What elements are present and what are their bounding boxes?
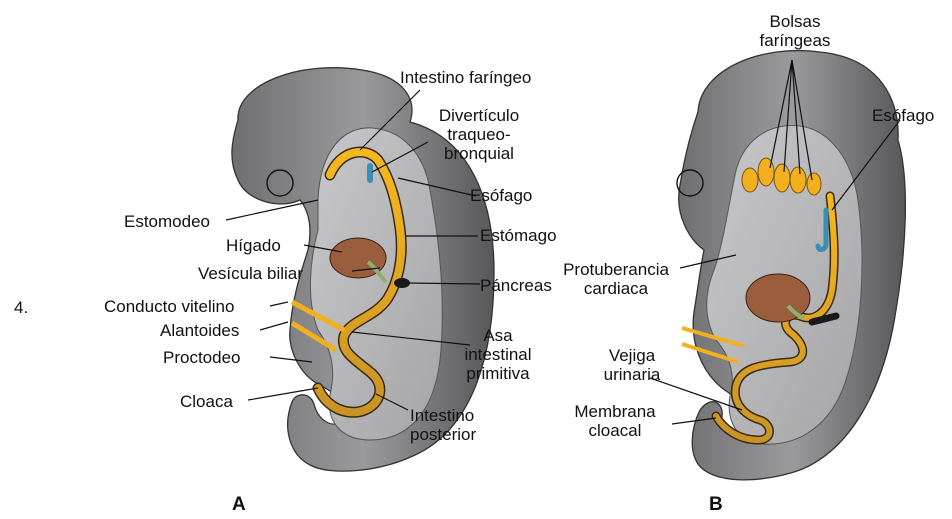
panel-label-b: B [709, 494, 723, 516]
label-a-intestino-faringeo: Intestino faríngeo [400, 68, 531, 87]
label-a-conducto: Conducto vitelino [104, 297, 234, 316]
label-b-vejiga: Vejiga urinaria [592, 346, 672, 384]
label-a-alantoides: Alantoides [160, 321, 239, 340]
panel-label-a: A [232, 494, 246, 516]
label-b-membrana: Membrana cloacal [560, 402, 670, 440]
label-a-vesicula: Vesícula biliar [198, 264, 303, 283]
label-a-higado: Hígado [226, 236, 281, 255]
label-a-proctodeo: Proctodeo [163, 348, 241, 367]
label-a-intestino-posterior: Intestino posterior [410, 406, 476, 444]
label-a-estomago: Estómago [480, 226, 557, 245]
label-a-cloaca: Cloaca [180, 392, 233, 411]
label-a-diverticulo: Divertículo traqueo- bronquial [412, 106, 546, 163]
label-b-bolsas: Bolsas faríngeas [752, 12, 838, 50]
label-b-protuberancia: Protuberancia cardiaca [542, 260, 690, 298]
figure-number: 4. [14, 298, 28, 317]
label-a-estomodeo: Estomodeo [124, 212, 210, 231]
label-a-asa: Asa intestinal primitiva [436, 326, 560, 383]
embryo-a-pancreas [394, 278, 410, 288]
label-a-esofago: Esófago [470, 186, 532, 205]
label-b-esofago: Esófago [872, 106, 934, 125]
